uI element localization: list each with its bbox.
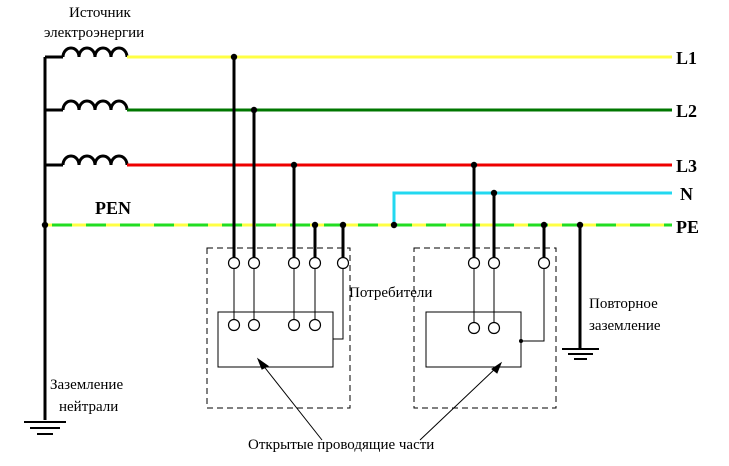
consumer-1-enclosure [206, 247, 351, 409]
bus-l1-label: L1 [676, 48, 697, 68]
source-label-line1: Источник [69, 5, 132, 21]
exposed-parts-label: Открытые проводящие части [248, 437, 434, 453]
winding-l3-icon [45, 154, 129, 167]
neutral-ground-label-line2: нейтрали [59, 399, 118, 415]
repeat-ground-label-line2: заземление [589, 318, 661, 334]
consumers-label: Потребители [349, 285, 432, 301]
winding-l2-icon [45, 99, 129, 112]
bus-l3-label: L3 [676, 156, 697, 176]
repeat-ground-label-line1: Повторное [589, 296, 658, 312]
consumer-2-enclosure [413, 247, 557, 409]
consumer-2 [413, 165, 557, 409]
source-windings [43, 46, 129, 420]
bus-pen-label: PEN [95, 198, 131, 218]
bus-pe-label: PE [676, 217, 699, 237]
neutral-ground-label-line1: Заземление [50, 377, 123, 393]
bus-l2-label: L2 [676, 101, 697, 121]
consumer-2-terminals [467, 256, 551, 335]
consumer-1-terminals [227, 256, 350, 332]
winding-l1-icon [45, 46, 129, 59]
neutral-ground-icon [24, 421, 66, 435]
bus-n-label: N [680, 184, 693, 204]
exposed-parts-arrows [256, 357, 503, 441]
bus-n-line [392, 191, 672, 225]
source-label-line2: электроэнергии [44, 25, 144, 41]
repeat-ground-icon [562, 225, 599, 360]
consumer-1 [206, 57, 351, 409]
